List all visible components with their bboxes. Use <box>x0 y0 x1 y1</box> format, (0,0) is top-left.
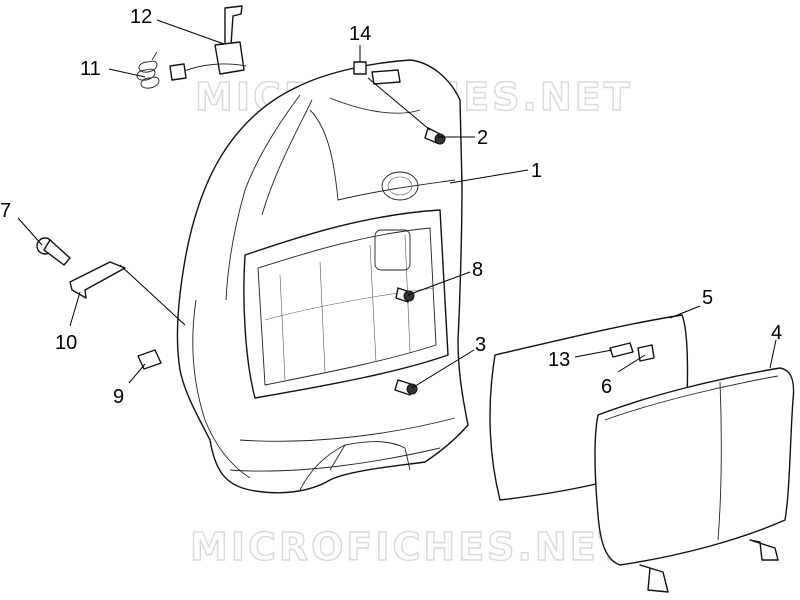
bracket-10 <box>69 261 126 299</box>
callout-6: 6 <box>601 376 612 398</box>
clip-14 <box>353 61 367 75</box>
clip-13 <box>609 342 634 358</box>
callout-11: 11 <box>80 58 101 80</box>
callout-8: 8 <box>472 259 483 281</box>
callout-3: 3 <box>475 334 486 356</box>
clip-9 <box>137 349 162 370</box>
callout-9: 9 <box>113 386 124 408</box>
callout-7: 7 <box>0 200 11 222</box>
clip-6 <box>637 344 655 362</box>
screw-2 <box>424 127 446 145</box>
bolt-7 <box>36 237 71 266</box>
glovebox-door <box>594 367 795 593</box>
callout-10: 10 <box>55 332 77 354</box>
callout-1: 1 <box>531 160 542 182</box>
clip-mount <box>371 69 401 85</box>
watermark-bottom: MICROFICHES.NET <box>190 525 628 569</box>
callout-14: 14 <box>349 23 371 45</box>
leg-shield-panel <box>176 59 469 494</box>
callout-2: 2 <box>477 127 488 149</box>
callout-5: 5 <box>702 287 713 309</box>
callout-4: 4 <box>771 322 782 344</box>
spring <box>136 51 160 89</box>
callout-13: 13 <box>548 349 570 371</box>
leader-lines <box>17 19 777 389</box>
bracket-hook <box>169 5 247 81</box>
callout-12: 12 <box>130 6 152 28</box>
